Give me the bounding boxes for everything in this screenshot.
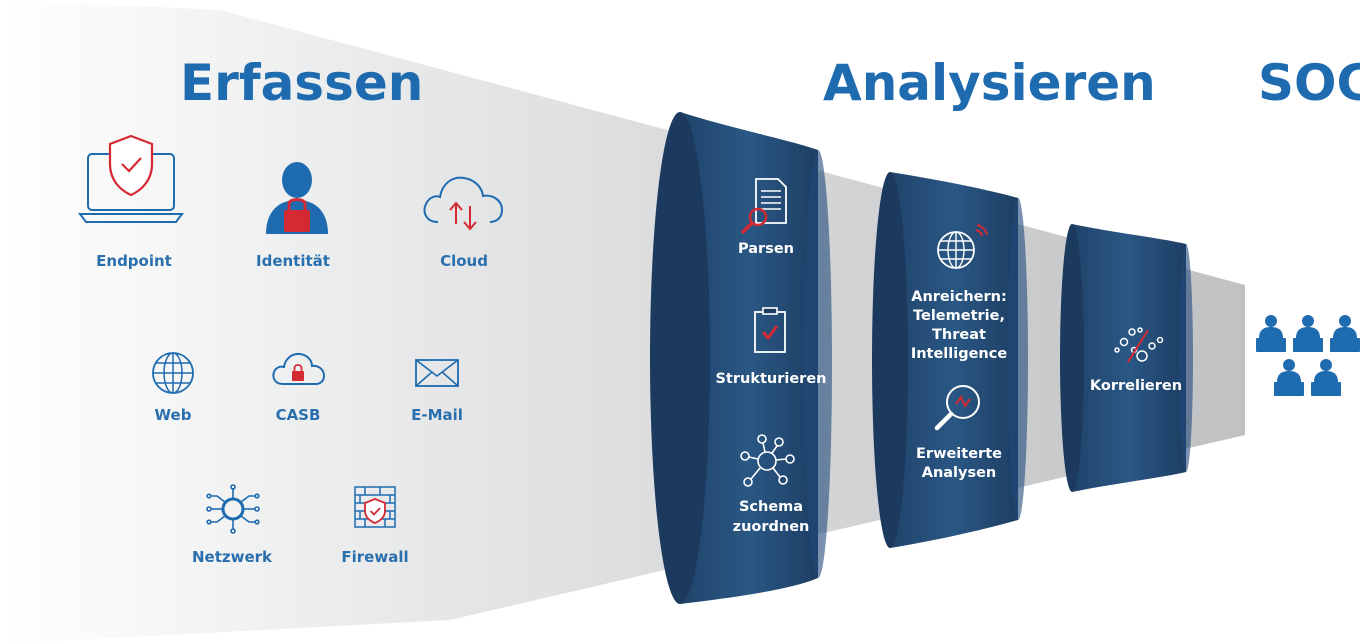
source-label-network: Netzwerk [191, 548, 273, 566]
globe-signal-icon [937, 224, 988, 269]
soc-team-icon [1256, 315, 1360, 396]
cylinder-1 [650, 112, 832, 604]
firewall-icon [354, 486, 396, 528]
stage-label-correlate: Korrelieren [1089, 378, 1183, 394]
stage-label-advanced-1: Erweiterte [916, 446, 1002, 462]
correlation-icon [1114, 327, 1164, 363]
source-label-email: E-Mail [411, 406, 463, 424]
document-search-icon [740, 178, 787, 235]
stage-label-schema-2: zuordnen [732, 519, 810, 535]
globe-icon [152, 352, 194, 394]
schema-graph-icon [740, 434, 795, 487]
envelope-icon [415, 359, 459, 387]
stage-label-schema-1: Schema [738, 499, 804, 515]
user-lock-icon [266, 162, 328, 234]
source-label-casb: CASB [275, 406, 321, 424]
magnifier-analysis-icon [934, 385, 980, 431]
source-label-firewall: Firewall [341, 548, 409, 566]
cloud-transfer-icon [423, 176, 504, 231]
cylinder-2 [872, 172, 1028, 548]
heading-erfassen: Erfassen [180, 54, 424, 112]
clipboard-check-icon [754, 307, 786, 353]
stage-label-parse: Parsen [738, 241, 794, 257]
stage-label-structure: Strukturieren [715, 371, 827, 387]
heading-soc: SOC [1258, 54, 1360, 112]
source-label-cloud: Cloud [440, 252, 488, 270]
stage-label-enrich-1: Anreichern: [911, 289, 1007, 305]
source-label-endpoint: Endpoint [96, 252, 172, 270]
heading-analysieren: Analysieren [823, 54, 1156, 112]
cylinder-3 [1060, 224, 1193, 492]
source-label-web: Web [154, 406, 192, 424]
source-label-identity: Identität [256, 252, 330, 270]
laptop-shield-icon [78, 134, 184, 223]
cloud-lock-icon [272, 352, 326, 385]
stage-label-advanced-2: Analysen [921, 465, 997, 481]
stage-label-enrich-2: Telemetrie, [913, 308, 1005, 324]
network-hub-icon [206, 484, 260, 534]
stage-label-enrich-3: Threat [932, 327, 986, 343]
stage-label-enrich-4: Intelligence [910, 346, 1008, 362]
